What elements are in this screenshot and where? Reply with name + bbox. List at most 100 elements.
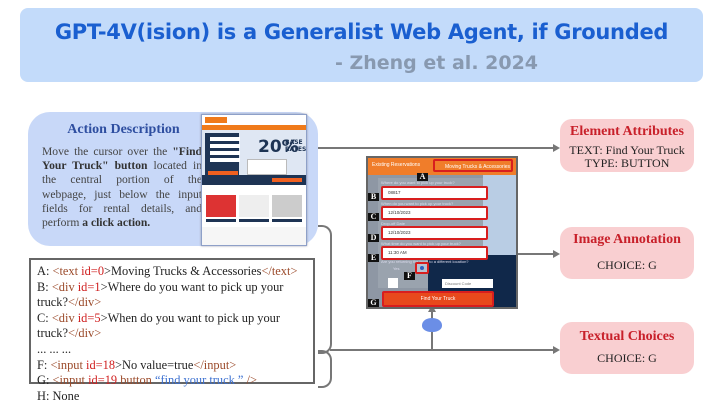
textual-choices-heading: Textual Choices xyxy=(579,329,675,344)
field-label: Where do you want to pick up your truck? xyxy=(381,180,455,185)
choice-c: C: <div id=5>When do you want to pick up… xyxy=(37,311,307,327)
attr-button: button xyxy=(117,373,155,388)
pickup-location-field[interactable]: 08817 xyxy=(381,186,488,200)
attr-value: 19 xyxy=(104,373,118,388)
thumb-field xyxy=(210,151,240,155)
choice-f: F: <input id=18>No value=true</input> xyxy=(37,358,307,374)
budget-logo xyxy=(205,117,227,123)
element-text: TEXT: Find Your Truck xyxy=(569,143,685,157)
tag: <input xyxy=(52,373,89,388)
thumb-field xyxy=(210,144,240,148)
end-tag: /> xyxy=(243,373,257,388)
connector-line xyxy=(330,349,555,351)
attr: id= xyxy=(86,357,103,372)
string-value: “find your truck ” xyxy=(154,373,244,388)
gpt-logo-icon xyxy=(422,318,442,332)
title-banner: GPT-4V(ision) is a Generalist Web Agent,… xyxy=(20,8,703,82)
field-label: Drop-off Date xyxy=(381,221,405,226)
tag-close: > xyxy=(100,279,108,294)
citation: - Zheng et al. 2024 xyxy=(334,52,539,74)
attr: id= xyxy=(77,310,95,325)
image-annotation-heading: Image Annotation xyxy=(573,232,681,247)
choice-b-cont: truck?</div> xyxy=(37,295,307,311)
tab-bar: Existing Reservations Moving Trucks & Ac… xyxy=(368,158,516,175)
choice-ellipsis: ... ... ... xyxy=(37,341,72,356)
choice-h: H: None xyxy=(37,388,80,403)
tag: <input xyxy=(50,357,86,372)
attr-value: 1 xyxy=(94,279,101,294)
pickup-time-field[interactable]: 11:30 AM xyxy=(381,246,488,260)
thumb-card xyxy=(206,195,236,217)
thumb-cta xyxy=(272,178,302,182)
thumb-form xyxy=(205,133,240,179)
connector-line xyxy=(516,253,555,255)
bracket-lower xyxy=(318,350,332,388)
thumb-card-button xyxy=(206,219,236,222)
field-label: When do you want to pick up your truck? xyxy=(381,201,454,206)
thumb-card xyxy=(239,195,269,217)
end-tag: </div> xyxy=(67,326,102,341)
attr-value: 0 xyxy=(97,264,105,278)
pickup-date-field[interactable]: 12/10/2023 xyxy=(381,206,488,220)
tab-moving-trucks[interactable]: Moving Trucks & Accessories xyxy=(433,159,513,172)
choice-b: B: <div id=1>Where do you want to pick u… xyxy=(37,280,307,296)
label-g: G xyxy=(368,299,379,307)
webpage-thumbnail: 20% BASE RATES xyxy=(201,114,307,246)
textual-choices-card: Textual Choices CHOICE: G xyxy=(560,322,694,374)
field-label: Are you returning the truck to a differe… xyxy=(381,259,469,264)
arrow-to-element-attributes xyxy=(553,144,560,152)
thumb-card-button xyxy=(239,219,269,222)
label-d: D xyxy=(368,234,379,242)
choice-g: G: <input id=19 button “find your truck … xyxy=(37,373,307,389)
promo-number: 20% xyxy=(258,137,299,157)
desc-bold-action: a click action. xyxy=(82,216,151,230)
choice-prefix: F: xyxy=(37,357,51,372)
textual-choices-box: A: <text id=0>Moving Trucks & Accessorie… xyxy=(29,258,315,403)
end-tag: </div> xyxy=(67,295,102,310)
find-your-truck-button[interactable]: Find Your Truck xyxy=(382,291,494,307)
tab-existing-reservations[interactable]: Existing Reservations xyxy=(372,162,421,168)
tag: <div xyxy=(51,279,78,294)
thumb-band xyxy=(202,175,306,185)
tag: <text xyxy=(52,264,82,278)
connector-line xyxy=(318,147,555,149)
element-attributes-card: Element Attributes TEXT: Find Your Truck… xyxy=(560,119,694,172)
annotated-webpage: Existing Reservations Moving Trucks & Ac… xyxy=(366,156,518,309)
desc-bold-target: "Find Your Truck" button xyxy=(42,145,202,173)
thumb-card-button xyxy=(272,219,302,222)
end-tag: </text> xyxy=(261,264,298,278)
discount-code-input[interactable]: Discount Code xyxy=(442,279,493,288)
thumb-field xyxy=(210,137,240,141)
tag-close: > xyxy=(100,310,108,325)
desc-part: located in the central portion of the we… xyxy=(42,159,202,230)
image-annotation-choice: CHOICE: G xyxy=(597,258,657,272)
content: Where do you want to pick up your xyxy=(107,279,284,294)
dropoff-date-field[interactable]: 12/10/2023 xyxy=(381,226,488,240)
content: No value=true xyxy=(122,357,194,372)
action-description-heading: Action Description xyxy=(67,122,180,137)
page-title: GPT-4V(ision) is a Generalist Web Agent,… xyxy=(54,20,669,44)
image-annotation-card: Image Annotation CHOICE: G xyxy=(560,227,694,279)
checkbox[interactable] xyxy=(388,278,398,288)
thumb-field xyxy=(210,158,240,162)
attr-value: 5 xyxy=(94,310,101,325)
content: When do you want to pick up your xyxy=(107,310,280,325)
tag: <div xyxy=(51,310,78,325)
field-label: What time do you want to pick up your tr… xyxy=(381,241,461,246)
action-description-text: Move the cursor over the "Find Your Truc… xyxy=(42,145,202,230)
content: truck? xyxy=(37,295,68,310)
attr: id= xyxy=(88,373,105,388)
radio-yes-label: Yes xyxy=(393,266,400,271)
arrow-to-textual-choices xyxy=(553,346,560,354)
thumb-nav xyxy=(202,125,306,130)
thumb-footer xyxy=(202,227,306,245)
label-b: B xyxy=(368,193,379,201)
choice-a: A: <text id=0>Moving Trucks & Accessorie… xyxy=(37,264,307,280)
promo-text: BASE RATES xyxy=(285,139,307,153)
radio-no[interactable] xyxy=(415,262,429,274)
label-e: E xyxy=(368,254,379,262)
tag-close: > xyxy=(115,357,123,372)
content: truck? xyxy=(37,326,68,341)
choice-prefix: A: xyxy=(37,264,53,278)
choice-prefix: G: xyxy=(37,373,53,388)
